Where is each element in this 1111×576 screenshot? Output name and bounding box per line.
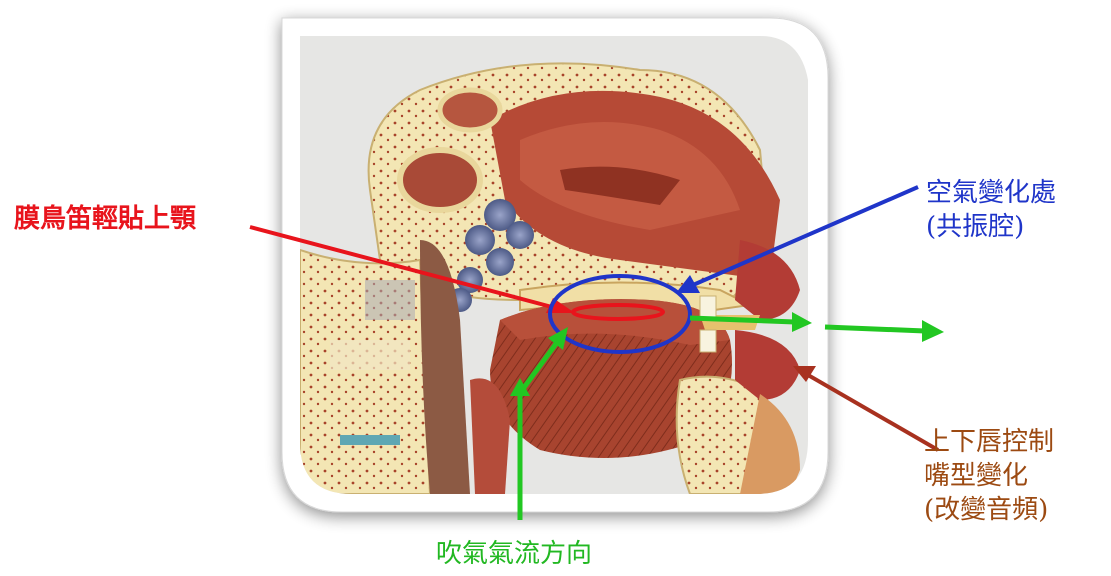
- green-arrow-exit-2: [825, 320, 944, 342]
- airflow-direction-label: 吹氣氣流方向: [436, 537, 592, 571]
- lips-line2: 嘴型變化: [924, 459, 1054, 493]
- lips-line3: (改變音頻): [924, 493, 1054, 527]
- anatomy-photo: [300, 36, 808, 494]
- lips-line1: 上下唇控制: [924, 425, 1054, 459]
- air-change-line1: 空氣變化處: [926, 176, 1056, 210]
- lips-control-label: 上下唇控制 嘴型變化 (改變音頻): [924, 425, 1054, 527]
- air-change-line2: (共振腔): [926, 210, 1056, 244]
- air-change-label: 空氣變化處 (共振腔): [926, 176, 1056, 244]
- membrane-whistle-label: 膜鳥笛輕貼上顎: [10, 200, 200, 238]
